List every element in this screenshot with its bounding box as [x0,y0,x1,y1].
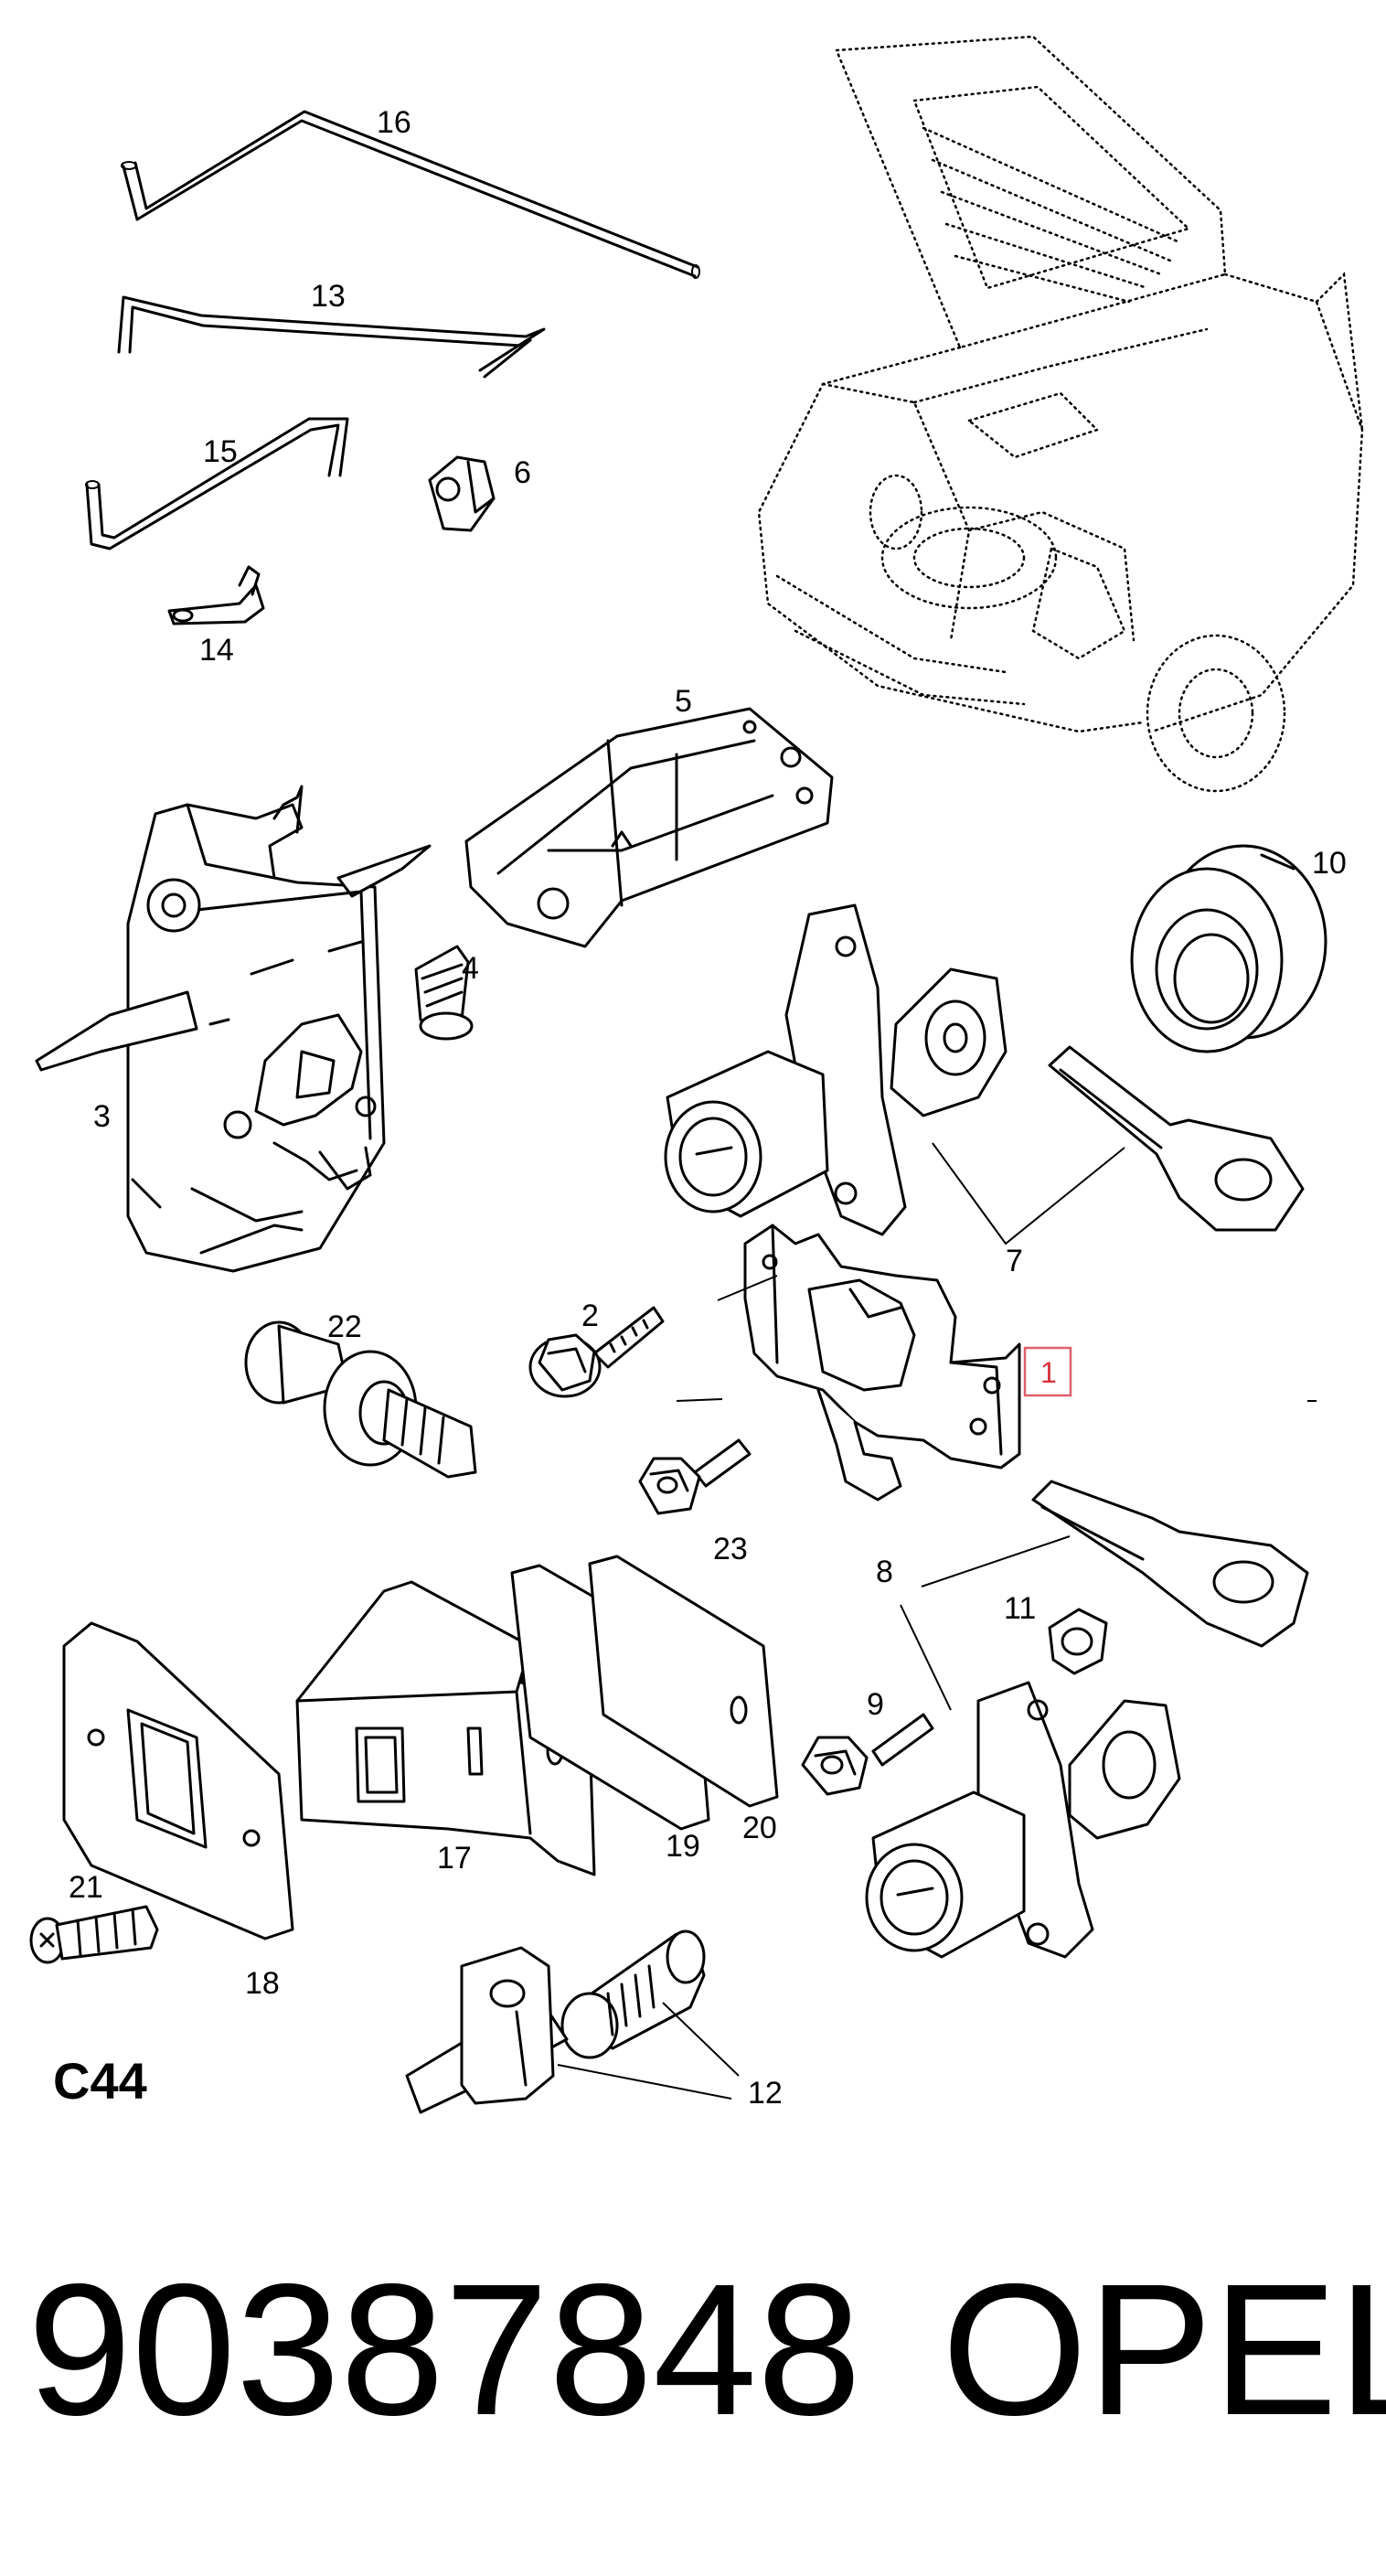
callout-9: 9 [867,1687,884,1722]
bolt-23 [638,1438,752,1515]
callout-16: 16 [377,105,411,140]
leader-1-top [717,1275,778,1301]
leader-12-top [662,2002,740,2077]
rod-15 [85,417,349,550]
callout-20: 20 [742,1811,777,1845]
bolt-4 [414,945,474,1041]
callout-22: 22 [327,1309,362,1344]
nut-11 [1048,1608,1108,1675]
section-code: C44 [53,2052,147,2110]
lock-set-12 [405,1929,706,2114]
brand-name: OPEL [942,2245,1386,2454]
hood-lock-3 [35,785,432,1273]
plate-20 [588,1555,779,1808]
callout-15: 15 [203,434,238,469]
callout-2: 2 [581,1299,599,1333]
bolt-2 [528,1306,665,1398]
leader-1-left [676,1398,723,1402]
callout-5: 5 [675,684,692,719]
lock-cylinder-7 [664,903,1008,1236]
stud-22 [244,1320,477,1479]
screw-21 [29,1905,159,1964]
lock-cylinder-8 [865,1681,1181,1959]
callout-14: 14 [199,633,234,668]
leader-8-bottom [900,1604,952,1711]
callout-11: 11 [1004,1591,1036,1626]
key-7 [1048,1045,1305,1232]
callout-19: 19 [666,1829,700,1864]
callout-6: 6 [514,455,531,490]
highlight-box-1 [1023,1346,1072,1397]
callout-13: 13 [311,279,346,314]
lock-actuator-1 [743,1224,1021,1502]
callout-7: 7 [1006,1244,1023,1278]
callout-21: 21 [69,1870,103,1905]
callout-23: 23 [713,1532,748,1566]
grommet-10 [1130,844,1327,1053]
callout-4: 4 [462,951,479,986]
rod-13 [117,295,546,379]
callout-12: 12 [748,2076,783,2111]
bracket-5 [464,707,834,948]
clip-6 [428,455,496,532]
car-rear-illustration [757,35,1364,793]
bracket-14 [167,565,265,625]
leader-7 [932,1142,1125,1245]
callout-1-highlighted: 1 [1040,1356,1057,1389]
callout-18: 18 [245,1966,280,2001]
leader-12-bottom [557,2064,732,2100]
rod-16 [121,110,700,279]
callout-8: 8 [876,1555,893,1589]
part-number: 90387848 [27,2245,861,2454]
gasket-18 [62,1621,294,1940]
callout-3: 3 [93,1099,111,1134]
callout-10: 10 [1312,846,1347,881]
callout-17: 17 [437,1841,472,1876]
leader-8-top [921,1535,1071,1587]
bolt-9 [801,1713,934,1796]
key-8 [1031,1480,1309,1648]
